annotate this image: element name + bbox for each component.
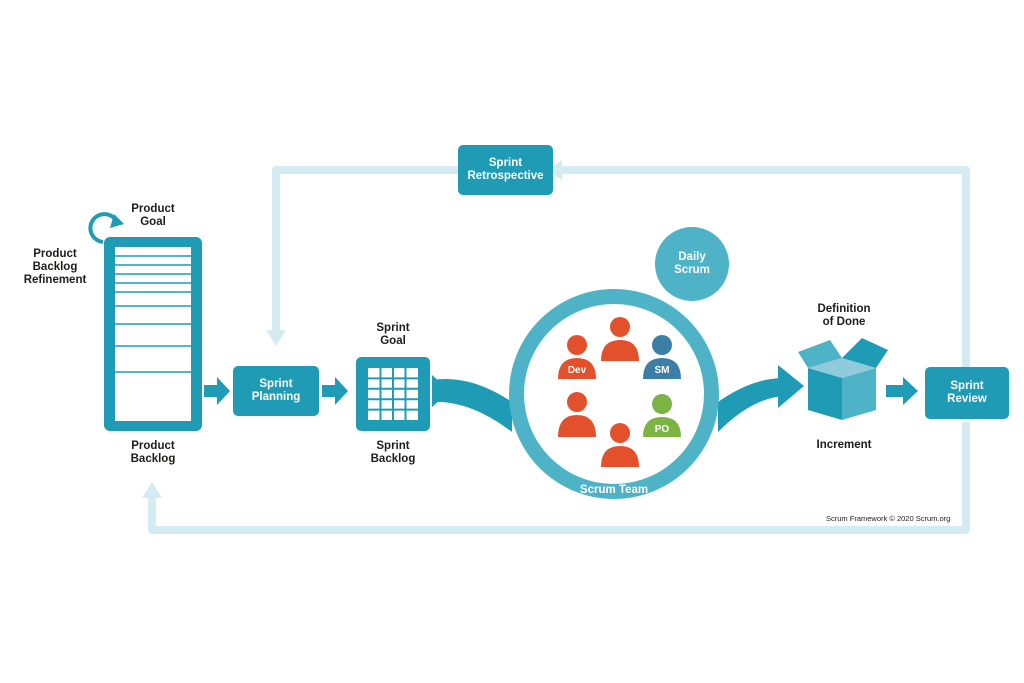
sprint-review-box: Sprint Review — [925, 367, 1009, 419]
team-member-left — [558, 392, 596, 437]
scrum-team-label: Scrum Team — [579, 484, 649, 496]
arrow-backlog-to-planning-icon — [204, 377, 230, 405]
increment-label: Increment — [816, 439, 872, 451]
arrow-into-sprint-icon — [432, 375, 450, 407]
arrow-to-sprint-planning-icon — [266, 330, 286, 346]
product-goal-label: Product Goal — [131, 203, 175, 228]
feedback-loop — [148, 166, 970, 534]
product-backlog-icon — [104, 237, 202, 431]
refinement-cycle-icon — [88, 212, 124, 244]
product-backlog-refinement-label: Product Backlog Refinement — [23, 248, 87, 286]
daily-scrum-circle — [655, 227, 729, 301]
team-member-bottom — [601, 423, 639, 467]
loop-top-right-path — [560, 166, 970, 367]
team-member-sm — [643, 335, 681, 379]
loop-bottom-path — [148, 422, 970, 534]
sprint-backlog-icon — [356, 357, 430, 431]
sm-role-label: SM — [654, 365, 670, 376]
arrow-to-retrospective-icon — [548, 160, 562, 180]
sprint-goal-label: Sprint Goal — [376, 322, 410, 347]
team-member-top — [601, 317, 639, 361]
definition-of-done-label: Definition of Done — [817, 303, 871, 328]
team-member-po — [643, 394, 681, 437]
arrow-to-increment-icon — [778, 365, 804, 408]
arrow-to-product-backlog-icon — [142, 482, 162, 498]
loop-top-left-path — [272, 166, 458, 333]
copyright-credit: Scrum Framework © 2020 Scrum.org — [826, 514, 951, 523]
sprint-planning-box: Sprint Planning — [233, 366, 319, 416]
sprint-entry-sweep-icon — [432, 378, 512, 432]
sprint-exit-sweep-icon — [718, 378, 784, 432]
team-member-dev — [558, 335, 596, 379]
sprint-backlog-label: Sprint Backlog — [370, 440, 416, 465]
dev-role-label: Dev — [567, 365, 587, 376]
arrow-planning-to-sprint-backlog-icon — [322, 377, 348, 405]
arrow-review-flow-icon — [886, 377, 918, 405]
sprint-retrospective-box: Sprint Retrospective — [458, 145, 553, 195]
po-role-label: PO — [654, 424, 670, 435]
product-backlog-label: Product Backlog — [130, 440, 176, 465]
increment-box-icon — [798, 338, 888, 420]
daily-scrum-label: Daily Scrum — [674, 251, 710, 276]
